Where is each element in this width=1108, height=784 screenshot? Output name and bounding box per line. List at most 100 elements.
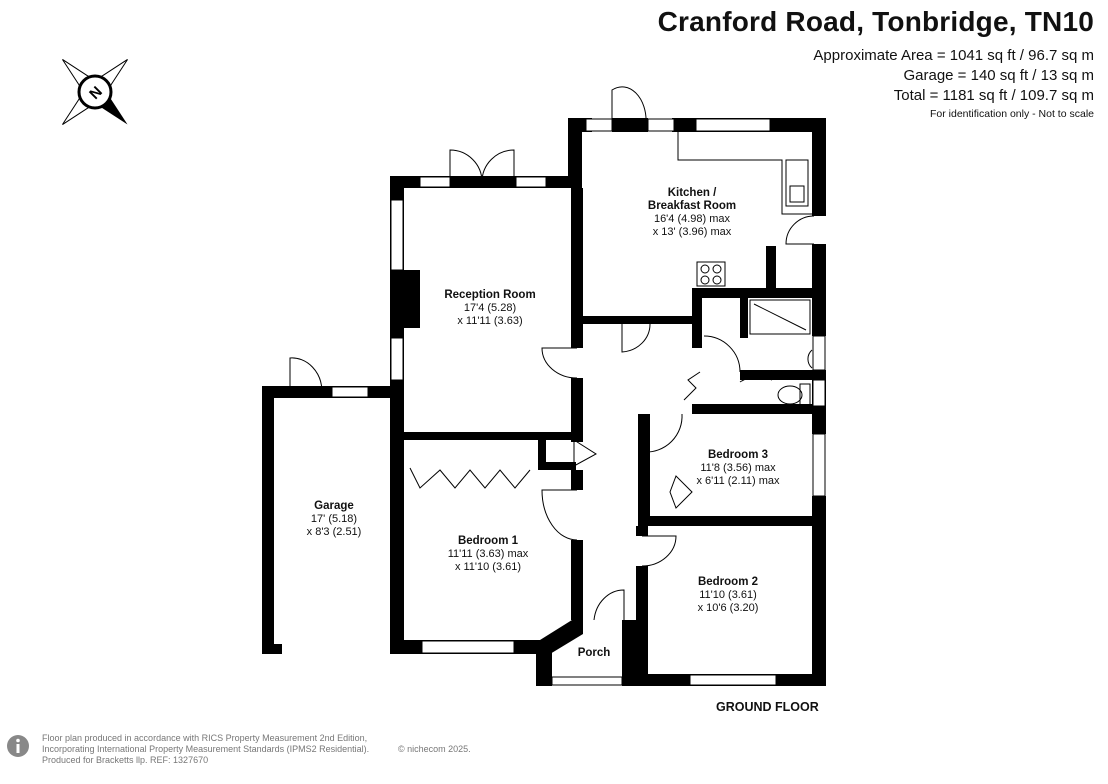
wall	[636, 526, 648, 536]
room-name: Bedroom 1	[457, 535, 519, 547]
door-swing	[289, 357, 323, 393]
room-name: Garage	[314, 500, 354, 512]
wall	[571, 378, 583, 442]
room-name: Bedroom 3	[707, 449, 769, 461]
basin	[807, 349, 813, 369]
room-dimension: x 6'11 (2.11) max	[696, 475, 780, 487]
scale-note: For identification only - Not to scale	[930, 108, 1094, 120]
wall	[262, 386, 274, 654]
toilet-bowl	[777, 385, 803, 405]
wall	[812, 414, 826, 434]
wall	[568, 118, 582, 188]
footer-line-1: Floor plan produced in accordance with R…	[42, 733, 368, 743]
bath	[749, 299, 811, 335]
window	[812, 379, 826, 407]
info-icon	[7, 735, 29, 757]
wall	[538, 440, 546, 468]
wall	[740, 370, 826, 380]
door-swing	[643, 413, 683, 453]
room-dimension: x 13' (3.96) max	[652, 226, 732, 238]
window	[647, 118, 675, 132]
footer-line-2: Incorporating International Property Mea…	[42, 744, 370, 754]
room-dimension: 11'10 (3.61)	[699, 589, 757, 601]
compass-circle	[77, 74, 113, 110]
window	[585, 118, 613, 132]
wall	[638, 516, 826, 526]
room-label-kitchen: Kitchen / Breakfast Room 16'4 (4.98) max…	[648, 187, 736, 239]
door-swing	[785, 215, 815, 245]
wall	[692, 404, 826, 414]
window	[515, 176, 547, 188]
kitchen-worktop	[677, 130, 812, 215]
room-dimension: 11'8 (3.56) max	[700, 462, 776, 474]
wall	[571, 540, 583, 620]
hob-ring	[712, 264, 722, 274]
doors	[289, 86, 815, 621]
door-swing	[641, 535, 677, 567]
window	[419, 176, 451, 188]
window	[689, 674, 777, 686]
room-dimension: 16'4 (4.98) max	[653, 213, 731, 225]
wall	[390, 176, 580, 188]
room-name: Bedroom 2	[697, 576, 759, 588]
hob-ring	[712, 275, 722, 285]
room-dimension: x 11'11 (3.63)	[457, 315, 523, 327]
room-dimension: x 11'10 (3.61)	[454, 561, 522, 573]
room-label-porch: Porch	[578, 647, 611, 660]
floor-label: GROUND FLOOR	[716, 700, 819, 714]
room-dimension: x 10'6 (3.20)	[697, 602, 759, 614]
walls	[262, 118, 826, 686]
room-name: Breakfast Room	[647, 200, 737, 212]
wall	[390, 176, 404, 654]
door-swing	[703, 335, 741, 373]
door-swing	[611, 86, 647, 125]
compass-rose	[62, 59, 128, 125]
door-swing	[449, 149, 483, 183]
wall	[612, 118, 648, 132]
hob-ring	[700, 275, 710, 285]
door-swing	[481, 149, 515, 183]
footer-line-3: Produced for Bracketts llp. REF: 1327670	[42, 755, 209, 765]
room-dimension: 11'11 (3.63) max	[447, 548, 529, 560]
door-swing	[541, 347, 578, 379]
window	[812, 335, 826, 371]
door-swing	[621, 323, 651, 353]
wall	[262, 644, 282, 654]
room-name: Porch	[577, 647, 611, 659]
wall	[404, 270, 420, 328]
toilet	[799, 383, 811, 407]
window	[551, 676, 623, 686]
room-dimension: 17'4 (5.28)	[463, 302, 517, 314]
hob	[696, 261, 726, 287]
window	[390, 199, 404, 271]
window	[331, 386, 369, 398]
door-swing	[669, 475, 693, 509]
sink	[785, 159, 809, 207]
window	[812, 433, 826, 497]
wall	[812, 526, 826, 686]
window	[390, 337, 404, 381]
wall	[538, 462, 576, 470]
wall	[536, 652, 552, 686]
room-dimension: 17' (5.18)	[310, 513, 358, 525]
wall	[812, 118, 826, 216]
wall	[404, 432, 574, 440]
window	[695, 118, 771, 132]
bath-line	[753, 303, 807, 331]
door-swing	[593, 589, 625, 621]
wall	[692, 288, 826, 298]
wall	[638, 414, 650, 520]
copyright: © nichecom 2025.	[398, 744, 471, 754]
wall	[571, 470, 583, 490]
room-label-garage: Garage 17' (5.18) x 8'3 (2.51)	[307, 500, 362, 539]
total-area: Total = 1181 sq ft / 109.7 sq m	[893, 87, 1094, 104]
garage-area: Garage = 140 sq ft / 13 sq m	[903, 67, 1094, 84]
room-label-bedroom-2: Bedroom 2 11'10 (3.61) x 10'6 (3.20)	[698, 576, 759, 615]
door-swing	[541, 489, 578, 541]
wall	[740, 298, 748, 338]
room-dimension: x 8'3 (2.51)	[306, 526, 362, 538]
wall	[540, 620, 583, 654]
door-swing	[683, 371, 701, 401]
room-label-reception: Reception Room 17'4 (5.28) x 11'11 (3.63…	[444, 289, 535, 328]
